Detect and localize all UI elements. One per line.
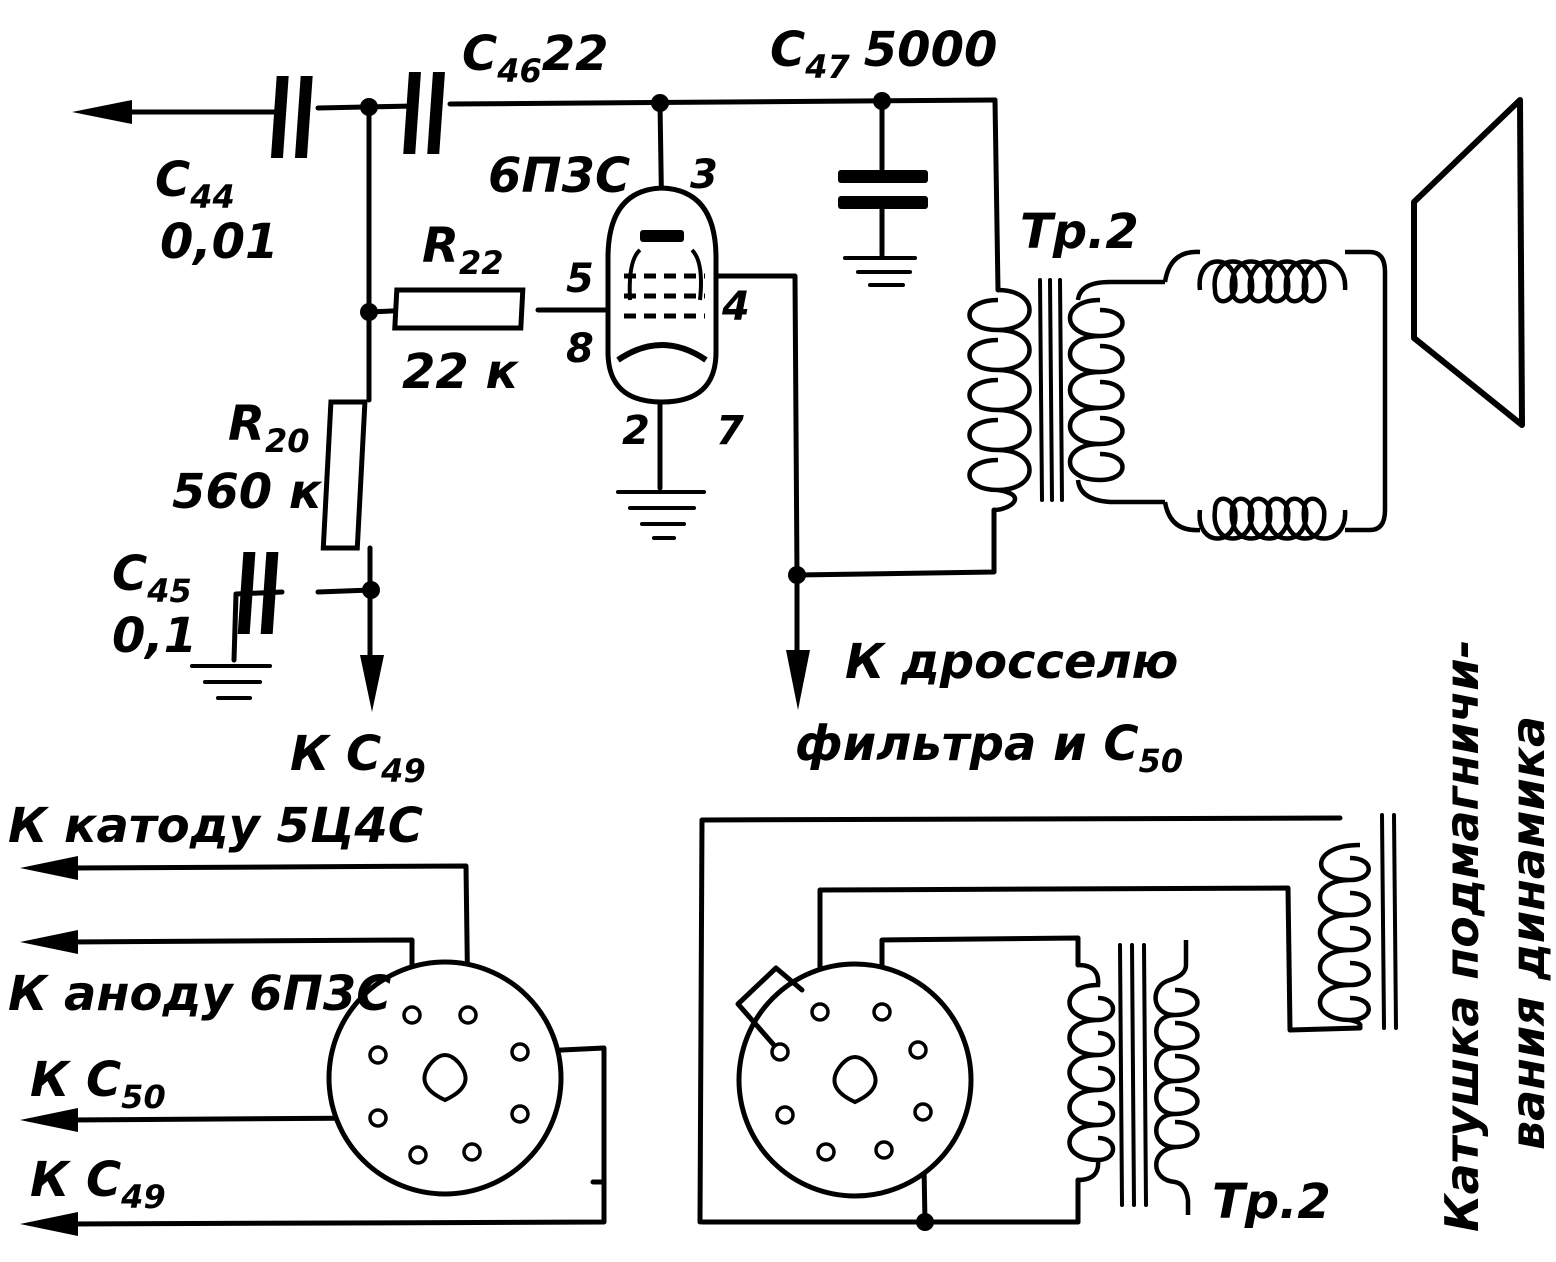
label-tr2-bottom: Тр.2 bbox=[1212, 1174, 1331, 1230]
label-c45: C45 bbox=[112, 546, 192, 610]
label-c46: C4622 bbox=[462, 26, 609, 90]
label-field-coil-2: вания динамика bbox=[1501, 716, 1555, 1150]
socket-rectifier bbox=[326, 959, 564, 1197]
label-to-choke-1: К дросселю bbox=[845, 634, 1178, 690]
label-r22-value: 22 к bbox=[402, 344, 520, 400]
label-to-c49-top: К С49 bbox=[290, 726, 426, 790]
socket-output bbox=[735, 961, 974, 1199]
label-to-anode: К аноду 6П3С bbox=[8, 966, 391, 1022]
tr2-bottom-transformer bbox=[1067, 940, 1200, 1215]
label-pin-8: 8 bbox=[566, 326, 594, 372]
arrow-to-choke bbox=[786, 650, 810, 710]
label-to-c50: К С50 bbox=[30, 1052, 166, 1116]
tr2-secondary-coil bbox=[1067, 279, 1165, 505]
label-r22: R22 bbox=[422, 218, 504, 282]
capacitor-c46 bbox=[403, 72, 445, 154]
label-pin-3: 3 bbox=[690, 152, 718, 198]
label-pin-4: 4 bbox=[721, 284, 750, 330]
speaker-icon bbox=[1411, 97, 1525, 428]
label-c45-value: 0,1 bbox=[112, 608, 197, 664]
label-pin-7: 7 bbox=[716, 408, 744, 454]
capacitor-c47 bbox=[838, 98, 928, 287]
label-to-cathode: К катоду 5Ц4С bbox=[8, 798, 423, 854]
resistor-r20 bbox=[320, 399, 368, 551]
label-r20-value: 560 к bbox=[172, 464, 323, 520]
resistor-r22 bbox=[392, 287, 526, 331]
tr2-primary-coil bbox=[967, 287, 1032, 513]
label-tube: 6П3С bbox=[488, 148, 630, 204]
tr2-core bbox=[1038, 278, 1064, 502]
field-coil bbox=[1317, 813, 1398, 1030]
label-r20: R20 bbox=[228, 396, 310, 460]
label-field-coil-1: Катушка подмагничи- bbox=[1435, 639, 1489, 1232]
voice-coil bbox=[1162, 249, 1388, 541]
input-line bbox=[72, 100, 285, 124]
label-tr2-top: Тр.2 bbox=[1020, 204, 1139, 260]
capacitor-c44 bbox=[270, 76, 313, 158]
label-c44-value: 0,01 bbox=[160, 214, 278, 270]
label-to-c49-bottom: К С49 bbox=[30, 1152, 166, 1216]
label-c44: C44 bbox=[155, 152, 235, 216]
tube-6p3s bbox=[605, 100, 719, 540]
label-pin-2: 2 bbox=[622, 408, 650, 454]
arrow-to-c49 bbox=[360, 655, 384, 712]
label-pin-5: 5 bbox=[566, 256, 594, 302]
ground-symbol bbox=[190, 664, 272, 700]
label-to-choke-2: фильтра и С50 bbox=[795, 716, 1183, 780]
